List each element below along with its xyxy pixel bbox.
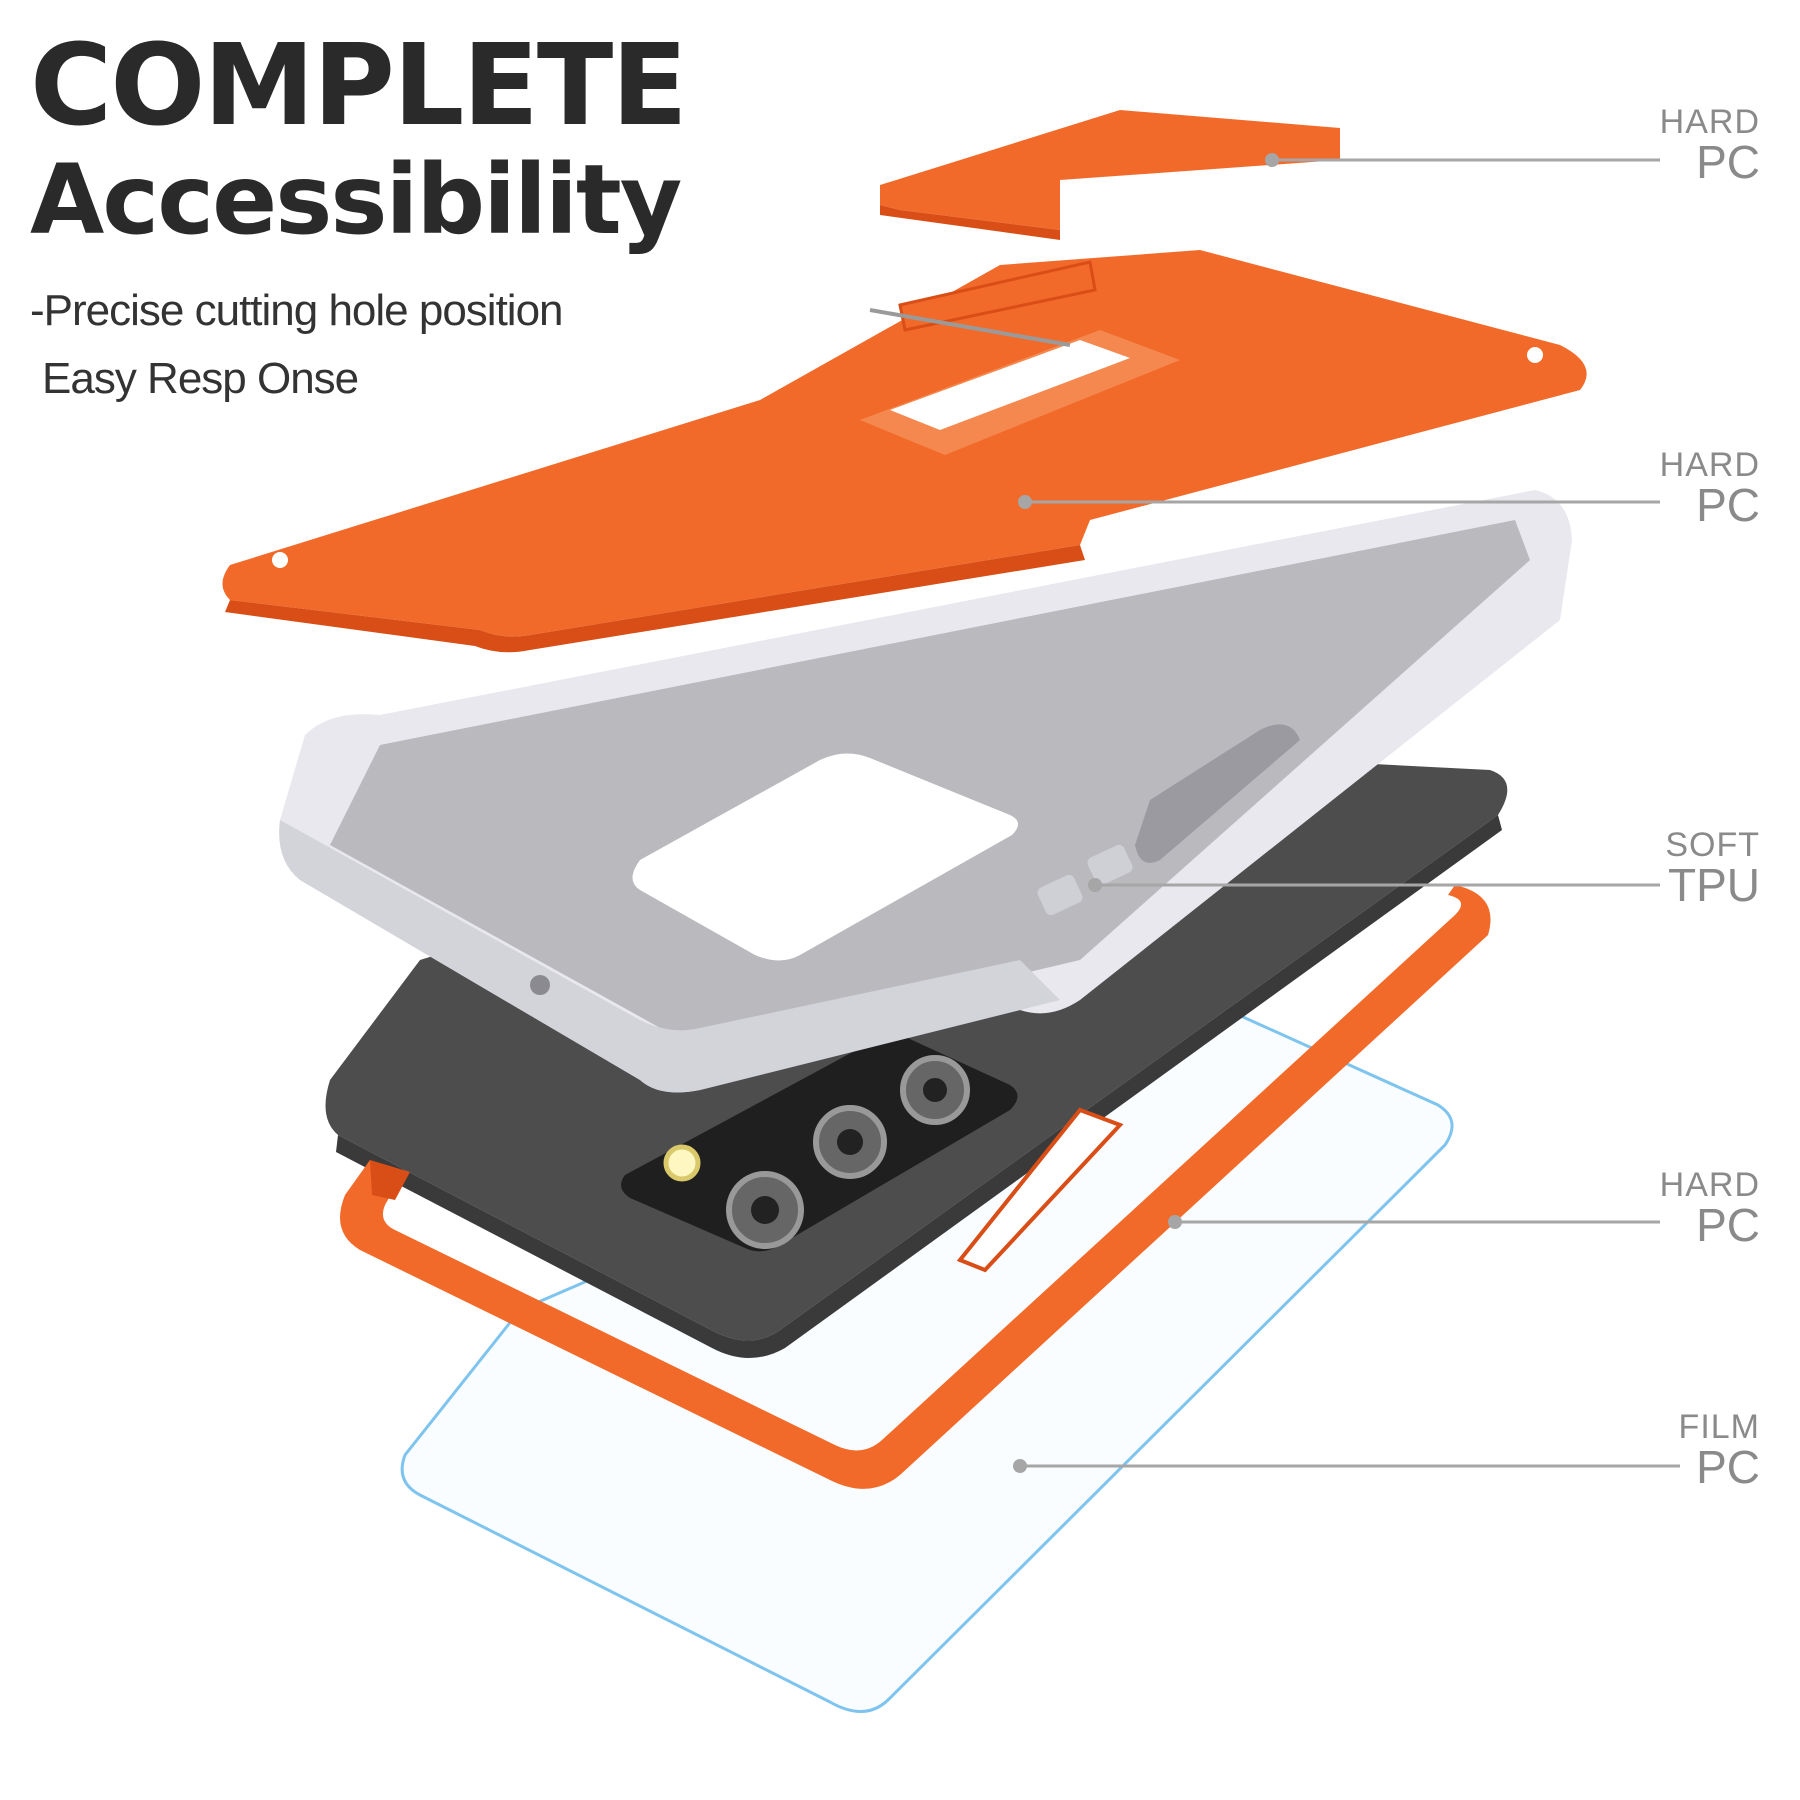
headline-block: COMPLETE Accessibility -Precise cutting … [30, 30, 730, 404]
orange-kickstand-plate [880, 110, 1340, 240]
material-label-type: HARD [1659, 1166, 1760, 1204]
material-label-material: PC [1696, 1199, 1760, 1251]
feature-bullet-1: -Precise cutting hole position [30, 286, 564, 335]
leader-lines [1020, 158, 1680, 1468]
material-label-type: HARD [1659, 103, 1760, 141]
phone-body [325, 747, 1508, 1358]
material-label-material: PC [1696, 479, 1760, 531]
material-label-material: PC [1696, 136, 1760, 188]
headline-title: COMPLETE [30, 21, 688, 151]
material-label-3: SOFT TPU [1665, 828, 1760, 908]
camera-module [621, 1035, 1018, 1252]
material-label-2: HARD PC [1660, 448, 1760, 528]
leader-dots [1013, 153, 1279, 1473]
material-label-material: TPU [1668, 859, 1760, 911]
feature-bullet-2: Easy Resp Onse [42, 354, 359, 403]
material-label-material: PC [1696, 1441, 1760, 1493]
material-label-type: FILM [1678, 1408, 1760, 1446]
flash-icon [663, 1144, 701, 1182]
material-label-type: SOFT [1665, 826, 1760, 864]
orange-bumper-frame [340, 885, 1491, 1489]
material-label-5: FILM PC [1679, 1410, 1760, 1490]
material-label-type: HARD [1659, 446, 1760, 484]
material-label-1: HARD PC [1660, 105, 1760, 185]
headline-subtitle: Accessibility [30, 144, 682, 256]
orange-pc-back-shell [222, 250, 1587, 653]
material-label-4: HARD PC [1660, 1168, 1760, 1248]
white-tpu-case [279, 490, 1573, 1093]
